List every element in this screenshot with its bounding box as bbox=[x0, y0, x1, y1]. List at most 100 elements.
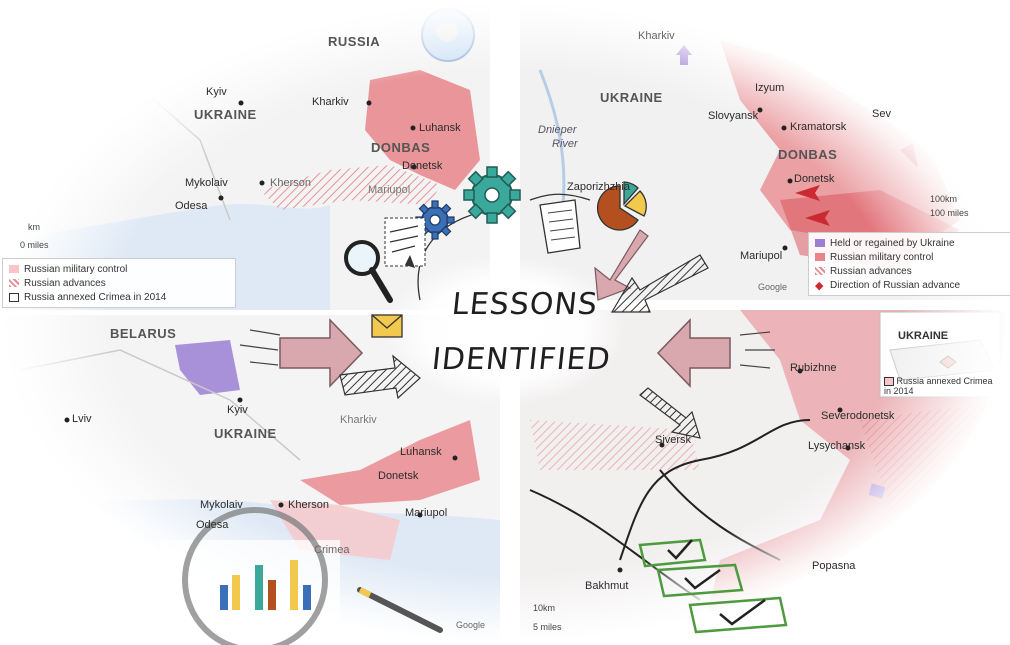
label-bakhmut: Bakhmut bbox=[585, 580, 629, 592]
legend-tr: Held or regained by Ukraine Russian mili… bbox=[808, 232, 1010, 296]
inset-legend: Russia annexed Crimea in 2014 bbox=[884, 376, 994, 396]
legend-row: Russian military control bbox=[815, 250, 1007, 264]
label-belarus: BELARUS bbox=[110, 326, 177, 341]
legend-row: Russian military control bbox=[9, 262, 229, 276]
label-odesa-tl: Odesa bbox=[175, 200, 208, 212]
legend-label: Russian military control bbox=[830, 251, 934, 263]
envelope-icon bbox=[371, 314, 403, 338]
label-crimea: Crimea bbox=[314, 544, 350, 556]
label-google-tr: Google bbox=[758, 282, 788, 292]
label-scale-miles-br: 5 miles bbox=[533, 622, 562, 632]
label-mariupol-tl: Mariupol bbox=[368, 184, 411, 196]
arrow-hatched-left bbox=[339, 354, 421, 400]
legend-tl: Russian military control Russian advance… bbox=[2, 258, 236, 308]
arrow-left-pink bbox=[279, 318, 364, 388]
label-kharkiv-tr: Kharkiv bbox=[638, 30, 675, 42]
label-river: River bbox=[552, 138, 578, 150]
swatch-advances bbox=[9, 279, 19, 287]
label-scale-km-tl: km bbox=[28, 222, 40, 232]
checklist-icon bbox=[638, 538, 788, 634]
direction-arrow-icon: ◆ bbox=[815, 279, 824, 292]
inset-label-ukraine: UKRAINE bbox=[898, 330, 949, 342]
swatch-advances bbox=[815, 267, 825, 275]
inset-legend-swatch bbox=[884, 377, 894, 387]
label-donetsk-bl: Donetsk bbox=[378, 470, 419, 482]
swatch-control bbox=[9, 265, 19, 273]
legend-row: Russia annexed Crimea in 2014 bbox=[9, 290, 229, 304]
label-donetsk-tl: Donetsk bbox=[402, 160, 443, 172]
legend-label: Russian military control bbox=[24, 263, 128, 275]
label-scale-miles-tr: 100 miles bbox=[930, 208, 969, 218]
label-dnieper: Dnieper bbox=[538, 124, 577, 136]
label-luhansk-tl: Luhansk bbox=[419, 122, 461, 134]
curve-arrow-2 bbox=[529, 193, 591, 201]
label-mykolaiv-bl: Mykolaiv bbox=[200, 499, 243, 511]
inset-legend-label: Russia annexed Crimea in 2014 bbox=[884, 376, 993, 397]
label-lysychansk: Lysychansk bbox=[808, 440, 866, 452]
city-dots bbox=[64, 100, 851, 573]
label-slovyansk: Slovyansk bbox=[708, 110, 759, 122]
label-luhansk-bl: Luhansk bbox=[400, 446, 442, 458]
label-rubizhne: Rubizhne bbox=[790, 362, 837, 374]
label-kyiv-bl: Kyiv bbox=[227, 404, 248, 416]
document-icon bbox=[384, 217, 426, 268]
title-line-2: IDENTIFIED bbox=[430, 342, 613, 377]
arrow-hatched-top-right bbox=[610, 254, 709, 313]
legend-label: Russian advances bbox=[830, 265, 912, 277]
arrow-hatched-bottom-right bbox=[639, 387, 701, 439]
label-scale-km-tr: 100km bbox=[930, 194, 958, 204]
label-siversk: Siversk bbox=[655, 434, 692, 446]
label-odesa-bl: Odesa bbox=[196, 519, 229, 531]
label-ukraine-tl: UKRAINE bbox=[194, 107, 257, 122]
label-mykolaiv-tl: Mykolaiv bbox=[185, 177, 228, 189]
label-kharkiv-tl: Kharkiv bbox=[312, 96, 349, 108]
legend-row: Held or regained by Ukraine bbox=[815, 236, 1007, 250]
label-sev: Sev bbox=[872, 108, 891, 120]
title-glow bbox=[385, 255, 625, 405]
legend-label: Held or regained by Ukraine bbox=[830, 237, 955, 249]
label-donetsk-tr: Donetsk bbox=[794, 173, 835, 185]
label-kherson-bl: Kherson bbox=[288, 499, 329, 511]
label-mariupol-bl: Mariupol bbox=[405, 507, 448, 519]
magnifying-glass-icon bbox=[344, 240, 393, 303]
swatch-held bbox=[815, 239, 825, 247]
label-ukraine-tr: UKRAINE bbox=[600, 90, 663, 105]
papers-icon bbox=[539, 199, 581, 254]
swatch-crimea bbox=[9, 292, 19, 302]
label-scale-km-br: 10km bbox=[533, 603, 556, 613]
label-donbas-tr: DONBAS bbox=[778, 147, 838, 162]
title-line-1: LESSONS bbox=[450, 287, 600, 322]
legend-row: Russian advances bbox=[9, 276, 229, 290]
label-popasna: Popasna bbox=[812, 560, 856, 572]
label-donbas-tl: DONBAS bbox=[371, 140, 431, 155]
speed-lines-left bbox=[239, 329, 281, 366]
legend-label: Russian advances bbox=[24, 277, 106, 289]
label-kharkiv-bl: Kharkiv bbox=[340, 414, 377, 426]
label-kyiv-tl: Kyiv bbox=[206, 86, 227, 98]
label-ukraine-bl: UKRAINE bbox=[214, 426, 277, 441]
magnifier-overlay bbox=[182, 507, 328, 645]
label-lviv: Lviv bbox=[72, 413, 92, 425]
legend-label: Russia annexed Crimea in 2014 bbox=[24, 291, 167, 303]
arrow-right-pink bbox=[656, 318, 731, 388]
legend-label: Direction of Russian advance bbox=[830, 279, 961, 291]
gear-icon bbox=[463, 166, 521, 224]
label-mariupol-tr: Mariupol bbox=[740, 250, 783, 262]
label-izyum: Izyum bbox=[755, 82, 785, 94]
label-zaporizhzhia: Zaporizhzhia bbox=[567, 181, 630, 193]
label-kherson-tl: Kherson bbox=[270, 177, 311, 189]
legend-row: ◆ Direction of Russian advance bbox=[815, 278, 1007, 292]
speed-lines-right bbox=[739, 331, 775, 369]
label-scale-miles-tl: 0 miles bbox=[20, 240, 49, 250]
label-kramatorsk: Kramatorsk bbox=[790, 121, 847, 133]
arrow-top-right-pink bbox=[594, 229, 649, 301]
legend-row: Russian advances bbox=[815, 264, 1007, 278]
check-marks bbox=[667, 539, 766, 626]
swatch-control bbox=[815, 253, 825, 261]
pie-chart-icon bbox=[596, 181, 647, 231]
label-google-bl: Google bbox=[456, 620, 486, 630]
label-russia: RUSSIA bbox=[328, 34, 381, 49]
pen-icon bbox=[357, 587, 443, 633]
